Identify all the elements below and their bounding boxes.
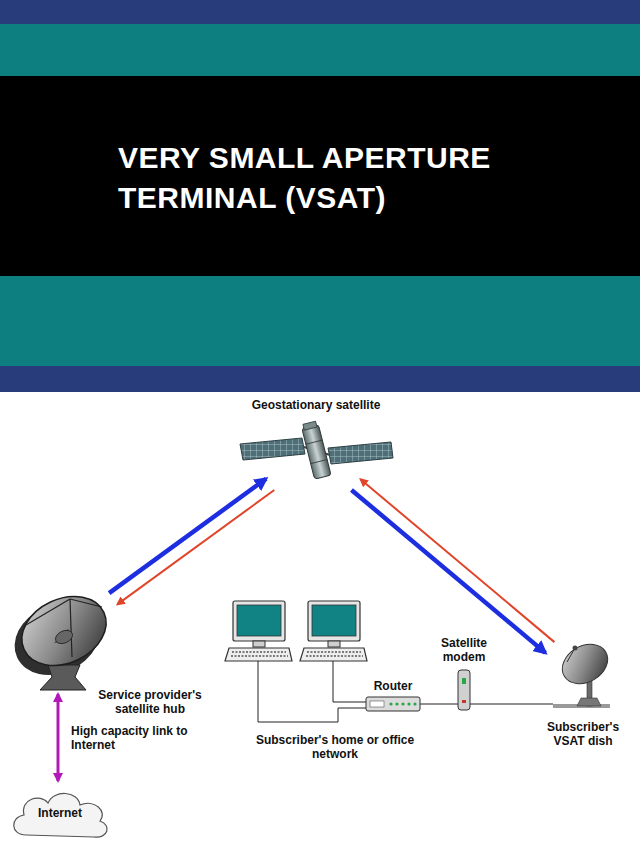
title: VERY SMALL APERTURE TERMINAL (VSAT) [118,138,588,218]
network-wire [258,661,366,722]
label-box: Subscriber's home or office network [250,733,420,761]
node-label-box: Satellite modem [419,636,509,664]
node-illustration [458,670,470,710]
computer-icon [225,601,292,661]
node-label: Router [358,679,428,693]
node-label: Service provider's satellite hub [86,688,214,716]
router-node: Router [366,697,420,711]
satellite-node: Geostationary satellite [238,420,394,482]
node-label-box: Service provider's satellite hub [86,688,214,716]
node-label: Subscriber's VSAT dish [533,720,633,748]
banner-band [0,76,640,276]
computer-icon [300,601,367,661]
node-illustration [10,585,110,690]
node-illustration [553,640,610,708]
node-label-box: Geostationary satellite [236,398,396,412]
banner-band [0,24,640,76]
banner-band [0,0,640,24]
connector [351,490,545,653]
connector [57,694,60,781]
modem-node: Satellite modem [458,670,470,710]
node-label: Geostationary satellite [236,398,396,412]
node-label: Internet [12,806,108,820]
node-illustration [238,420,394,482]
hub-dish-node: Service provider's satellite hub [10,585,110,690]
node-label-box: Subscriber's VSAT dish [533,720,633,748]
node-label-box: Internet [12,806,108,820]
edge-label: High capacity link to Internet [71,724,195,752]
vsat-dish-node: Subscriber's VSAT dish [553,640,610,708]
node-label: Satellite modem [419,636,509,664]
connector [360,479,554,642]
cloud-node: Internet [8,785,112,841]
banner-band [0,366,640,392]
node-label-box: Router [358,679,428,693]
banner-band [0,276,640,366]
connector [420,704,458,705]
node-illustration [366,697,420,711]
connector [117,490,274,604]
connector [470,704,553,705]
edge-label-box: High capacity link to Internet [69,723,197,753]
connector [109,479,266,593]
network-label: Subscriber's home or office network [250,733,420,761]
network-wire [333,661,366,702]
